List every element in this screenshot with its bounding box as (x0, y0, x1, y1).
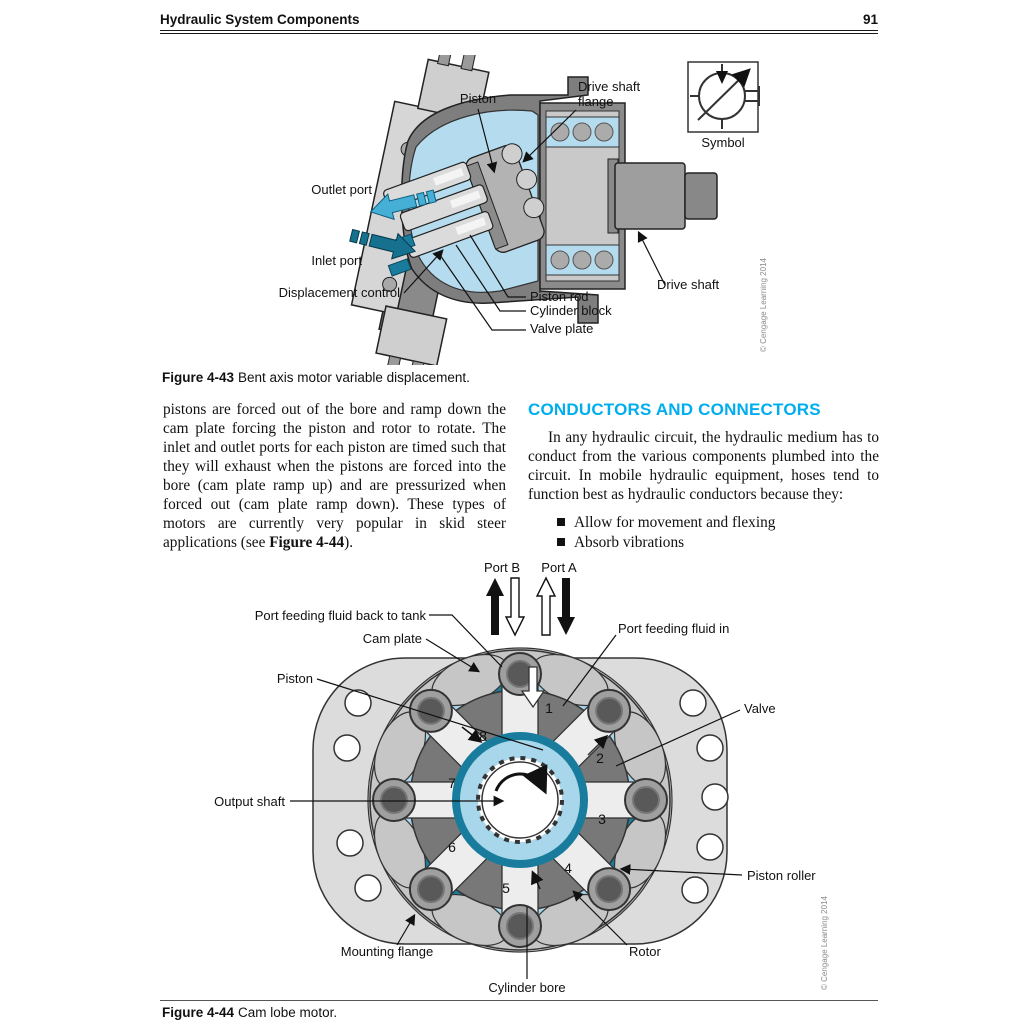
caption-rule (160, 1000, 878, 1001)
hydraulic-symbol-icon (687, 61, 760, 133)
cylinder-block-label: Cylinder block (530, 303, 612, 318)
piston-label: Piston (277, 671, 313, 686)
piston-number: 2 (596, 750, 604, 766)
piston-number: 7 (448, 775, 456, 791)
cylinder-block (464, 143, 545, 253)
pistons (383, 161, 494, 277)
port-back-to-tank-label: Port feeding fluid back to tank (255, 608, 427, 623)
page-number: 91 (862, 12, 878, 27)
figure-44-credit: © Cengage Learning 2014 (820, 895, 829, 990)
left-column-paragraph: pistons are forced out of the bore and r… (163, 400, 506, 552)
valve-label: Valve (744, 701, 776, 716)
port-a-arrows-icon (535, 576, 575, 636)
left-paragraph-text: pistons are forced out of the bore and r… (163, 401, 506, 551)
piston-number: 4 (564, 860, 572, 876)
flow-arrow-piston8-icon (461, 726, 483, 743)
rotation-arrow-icon (494, 764, 548, 795)
flow-arrow-piston2-icon (587, 734, 609, 756)
bullet-text: Allow for movement and flexing (574, 514, 776, 531)
list-item: Absorb vibrations (557, 533, 879, 552)
figure-44-caption-label: Figure 4-44 (162, 1005, 235, 1020)
port-b-label: Port B (484, 560, 520, 575)
piston-number: 3 (598, 811, 606, 827)
drive-shaft-flange-label-2: flange (578, 94, 613, 109)
inlet-flow-arrow-icon (349, 228, 417, 260)
bullet-text: Absorb vibrations (574, 534, 685, 551)
running-title: Hydraulic System Components (160, 12, 360, 27)
inlet-port-label: Inlet port (311, 253, 362, 268)
piston-numbers: 1 2 3 4 5 6 7 8 (448, 700, 606, 896)
header-rule (160, 30, 878, 34)
rotor-label: Rotor (629, 944, 661, 959)
bullet-list: Allow for movement and flexing Absorb vi… (528, 513, 879, 552)
displacement-control-label: Displacement control (279, 285, 400, 300)
output-shaft-spline (452, 732, 588, 868)
output-shaft-label: Output shaft (214, 794, 285, 809)
symbol-label: Symbol (701, 135, 744, 150)
piston-number: 6 (448, 839, 456, 855)
drive-shaft-label: Drive shaft (657, 277, 720, 292)
flow-arrow-piston5-icon (531, 870, 544, 890)
port-a-label: Port A (541, 560, 577, 575)
left-paragraph-end: ). (344, 534, 354, 551)
section-heading: CONDUCTORS AND CONNECTORS (528, 400, 821, 419)
figure-43-caption-label: Figure 4-43 (162, 370, 235, 385)
right-column-paragraph: In any hydraulic circuit, the hydraulic … (528, 429, 879, 503)
piston-number: 5 (502, 880, 510, 896)
figure-4-44-cam-lobe-motor-diagram: 1 2 3 4 5 6 7 8 (214, 560, 829, 995)
port-fluid-in-label: Port feeding fluid in (618, 621, 729, 636)
figure-4-44-reference: Figure 4-44 (269, 534, 345, 551)
flange-bolt-holes (333, 689, 729, 904)
mounting-flange-label: Mounting flange (341, 944, 434, 959)
flow-arrow-piston1-icon (520, 666, 546, 709)
port-b-arrows-icon (486, 577, 526, 637)
valve-plate-label: Valve plate (530, 321, 593, 336)
right-column: CONDUCTORS AND CONNECTORS In any hydraul… (528, 400, 879, 553)
cam-plate-label: Cam plate (363, 631, 422, 646)
drive-shaft (607, 158, 718, 234)
bullet-square-icon (557, 538, 565, 546)
piston-roller-label: Piston roller (747, 868, 816, 883)
drive-shaft-flange-label-1: Drive shaft (578, 79, 641, 94)
cylinder-bore-label: Cylinder bore (488, 980, 565, 995)
piston-number: 8 (479, 728, 487, 744)
figure-43-caption-text: Bent axis motor variable displacement. (238, 370, 470, 385)
piston-rod-label: Piston rod (530, 289, 589, 304)
piston-label: Piston (460, 91, 496, 106)
outlet-flow-arrow-icon (369, 189, 437, 221)
list-item: Allow for movement and flexing (557, 513, 879, 532)
page-header: Hydraulic System Components 91 (160, 12, 878, 27)
bearing-balls (550, 122, 614, 270)
figure-44-caption-text: Cam lobe motor. (238, 1005, 338, 1020)
figure-4-43-bent-axis-motor-diagram: Symbol Piston Drive shaft flange Outlet … (279, 55, 768, 365)
leader-lines (290, 614, 743, 979)
outlet-port-label: Outlet port (311, 182, 372, 197)
figure-43-credit: © Cengage Learning 2014 (759, 257, 768, 352)
bullet-square-icon (557, 518, 565, 526)
leader-lines (403, 108, 666, 331)
piston-number: 1 (545, 700, 553, 716)
